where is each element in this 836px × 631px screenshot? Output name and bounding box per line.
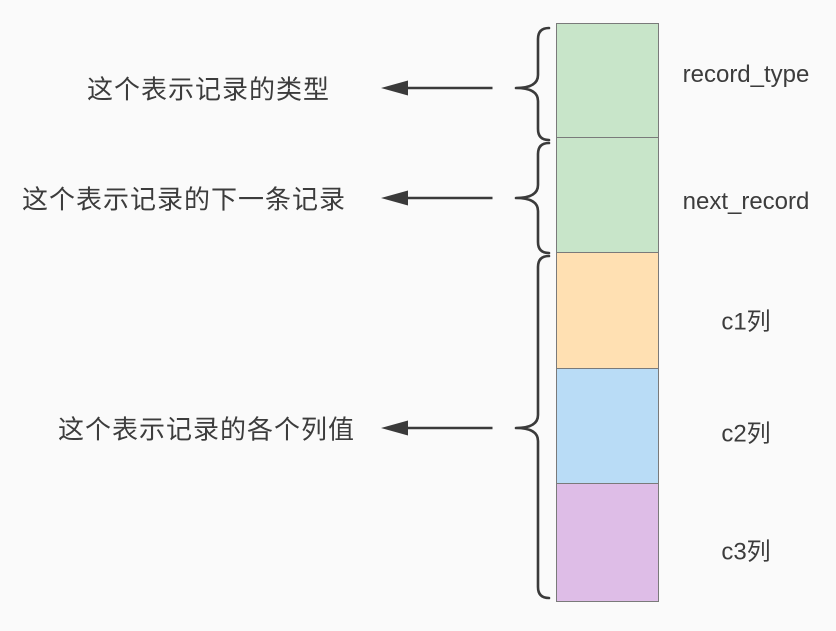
field-label-c2-column: c2列 [721,420,771,448]
block-c1-column [556,252,659,370]
curly-brace-icon [514,26,551,142]
field-label-c1-column: c1列 [721,308,771,336]
field-label-next-record: next_record [682,188,810,215]
annotation-column-values: 这个表示记录的各个列值 [58,414,356,445]
field-label-c3-column: c3列 [721,538,771,566]
block-next-record [556,137,659,254]
block-c2-column [556,368,659,485]
annotation-record-type: 这个表示记录的类型 [87,74,331,105]
arrow-left-icon [381,420,493,436]
curly-brace-icon [514,141,551,255]
arrow-left-icon [381,80,493,96]
field-label-record-type: record_type [682,61,810,88]
block-c3-column [556,483,659,602]
block-record-type [556,23,659,139]
annotation-next-record: 这个表示记录的下一条记录 [22,184,347,215]
arrow-left-icon [381,190,493,206]
curly-brace-icon [514,254,551,600]
